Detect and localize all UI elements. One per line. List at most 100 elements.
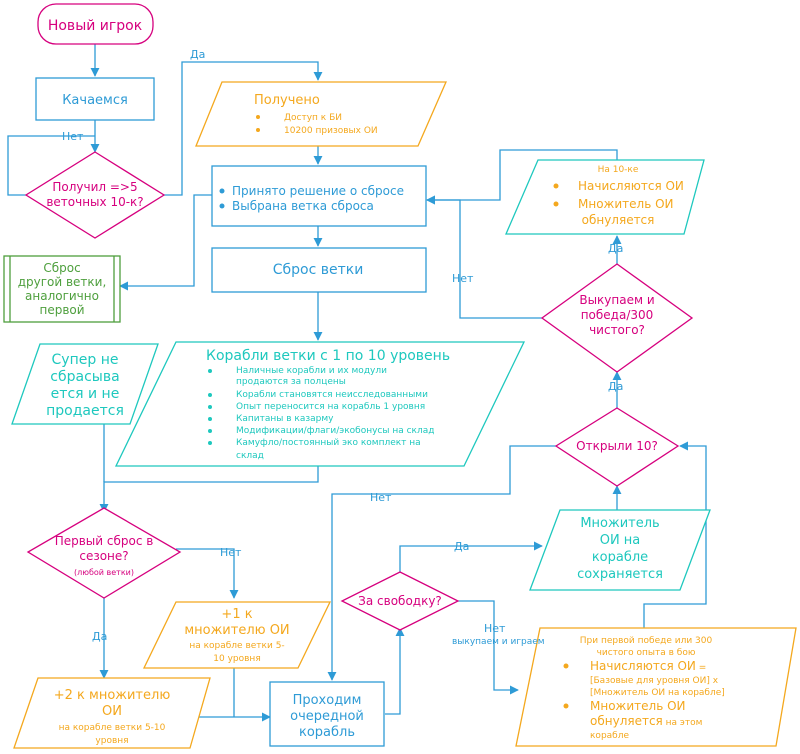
ships-parallelogram [114,341,526,467]
label-no-left: Нет [62,130,84,143]
first-reset-line1: Первый сброс в [55,534,154,548]
next-ship-line2: очередной [290,709,364,724]
label-yes-top: Да [190,48,205,61]
opened-label: Открыли 10? [576,439,658,453]
super-line1: Супер не [52,352,119,368]
mult-kept-line1: Множитель [580,516,659,531]
ships-item: склад [236,451,264,461]
other-branch-node [3,255,121,323]
first-win-formula1: [Базовые для уровня ОИ] x [590,676,719,686]
bullet-icon [563,663,569,669]
reset-branch-label: Сброс ветки [273,262,364,278]
made-line1: Принято решение о сбросе [232,184,404,198]
buyout-diamond [540,263,694,373]
start-label: Новый игрок [48,18,142,34]
edge-decision-yes [164,61,323,196]
on10-item1: Начисляются ОИ [578,179,684,193]
bullet-icon [208,393,212,397]
received-item: Доступ к БИ [284,113,342,123]
edge-first-no [176,548,239,599]
ships-item: Наличные корабли и их модули [236,366,387,376]
mult-kept-line2: ОИ на [600,533,641,548]
first-win-header1: При первой победе или 300 [580,636,713,646]
free-label: За свободку? [358,594,442,608]
edge-made-other [119,194,212,291]
node-texts: Новый игрок Качаемся Получил =>5 веточны… [18,18,725,746]
buyout-line3: чистого? [589,323,645,337]
plus1-line2: множителю ОИ [184,623,289,638]
grind-label: Качаемся [62,93,128,108]
edge-on10-made [426,149,618,205]
first-win-header2: чистого опыта в бою [597,648,696,658]
super-line2: сбрасыва [50,369,119,385]
grind-node [35,77,155,121]
edge-free-no [458,600,519,695]
received-item: 10200 призовых ОИ [284,126,378,136]
label-yes-free: Да [454,540,469,553]
bullets [208,115,569,709]
ships-item: Опыт переносится на корабль 1 уровня [236,402,425,412]
plus2-line2: ОИ [102,704,122,719]
plus1-sub1: на корабле ветки 5- [189,641,284,651]
first-win-parallelogram [515,627,797,747]
next-ship-line1: Проходим [293,693,362,708]
got5-diamond [24,151,166,239]
on10-item2a: Множитель ОИ [578,197,674,211]
on10-item2b: обнуляется [582,213,655,227]
connectors [7,44,707,722]
ships-item: Камуфло/постоянный эко комплект на [236,438,421,448]
first-reset-sub: (любой ветки) [74,568,134,577]
bullet-icon [219,188,225,194]
buyout-line2: победа/300 [581,308,654,322]
ships-item: продаются за полцены [236,377,346,387]
other-line1: Сброс [43,261,80,275]
label-no-free-sub: выкупаем и играем [452,637,545,647]
bullet-icon [563,703,569,709]
first-reset-line2: сезоне? [79,549,128,563]
plus2-line1: +2 к множителю [54,688,171,703]
plus1-parallelogram [142,601,332,669]
on10-header: На 10-ке [598,165,639,175]
bullet-icon [208,369,212,373]
ships-item: Корабли становятся неисследованными [236,390,428,400]
mult-kept-parallelogram [529,509,711,591]
got5-line2: веточных 10-к? [46,195,143,209]
mult-kept-line3: корабле [592,550,648,565]
plus2-sub1: на корабле ветки 5-10 [59,723,166,733]
got5-line1: Получил =>5 [52,180,137,194]
bullet-icon [256,115,260,119]
plus1-sub2: 10 уровня [213,654,260,664]
shapes [3,3,797,749]
ships-item: Капитаны в казарму [236,414,334,424]
ships-title: Корабли ветки с 1 по 10 уровень [206,348,450,364]
buyout-line1: Выкупаем и [579,293,654,307]
first-win-item1: Начисляются ОИ = [590,659,706,673]
other-line4: первой [39,303,84,317]
bullet-icon [208,429,212,433]
mult-kept-line4: сохраняется [577,567,663,582]
bullet-icon [208,417,212,421]
label-yes-buyout: Да [608,242,623,255]
next-ship-line3: корабль [299,725,355,740]
next-ship-node [269,681,385,747]
edge-opened-no [327,445,558,681]
start-node [37,3,154,45]
bullet-icon [553,201,559,207]
label-no-first: Нет [220,546,242,559]
edge-labels: Да Нет Нет Да Да Нет выкупаем и играем Н… [62,48,623,647]
bullet-icon [208,441,212,445]
label-no-free: Нет [484,622,506,635]
opened-diamond [554,407,680,487]
on10-parallelogram [505,159,705,235]
edge-firstwin-opened [643,441,707,628]
plus2-sub2: уровня [95,736,128,746]
first-win-item2a: Множитель ОИ [590,699,686,713]
plus1-line1: +1 к [221,607,252,622]
super-parallelogram [11,343,159,425]
edge-next-free [385,627,405,715]
first-win-item2b: обнуляется на этом [590,714,702,728]
first-win-formula2: [Множитель ОИ на корабле] [590,688,725,698]
label-no-opened: Нет [370,491,392,504]
edge-decision-no-loop [7,135,95,196]
